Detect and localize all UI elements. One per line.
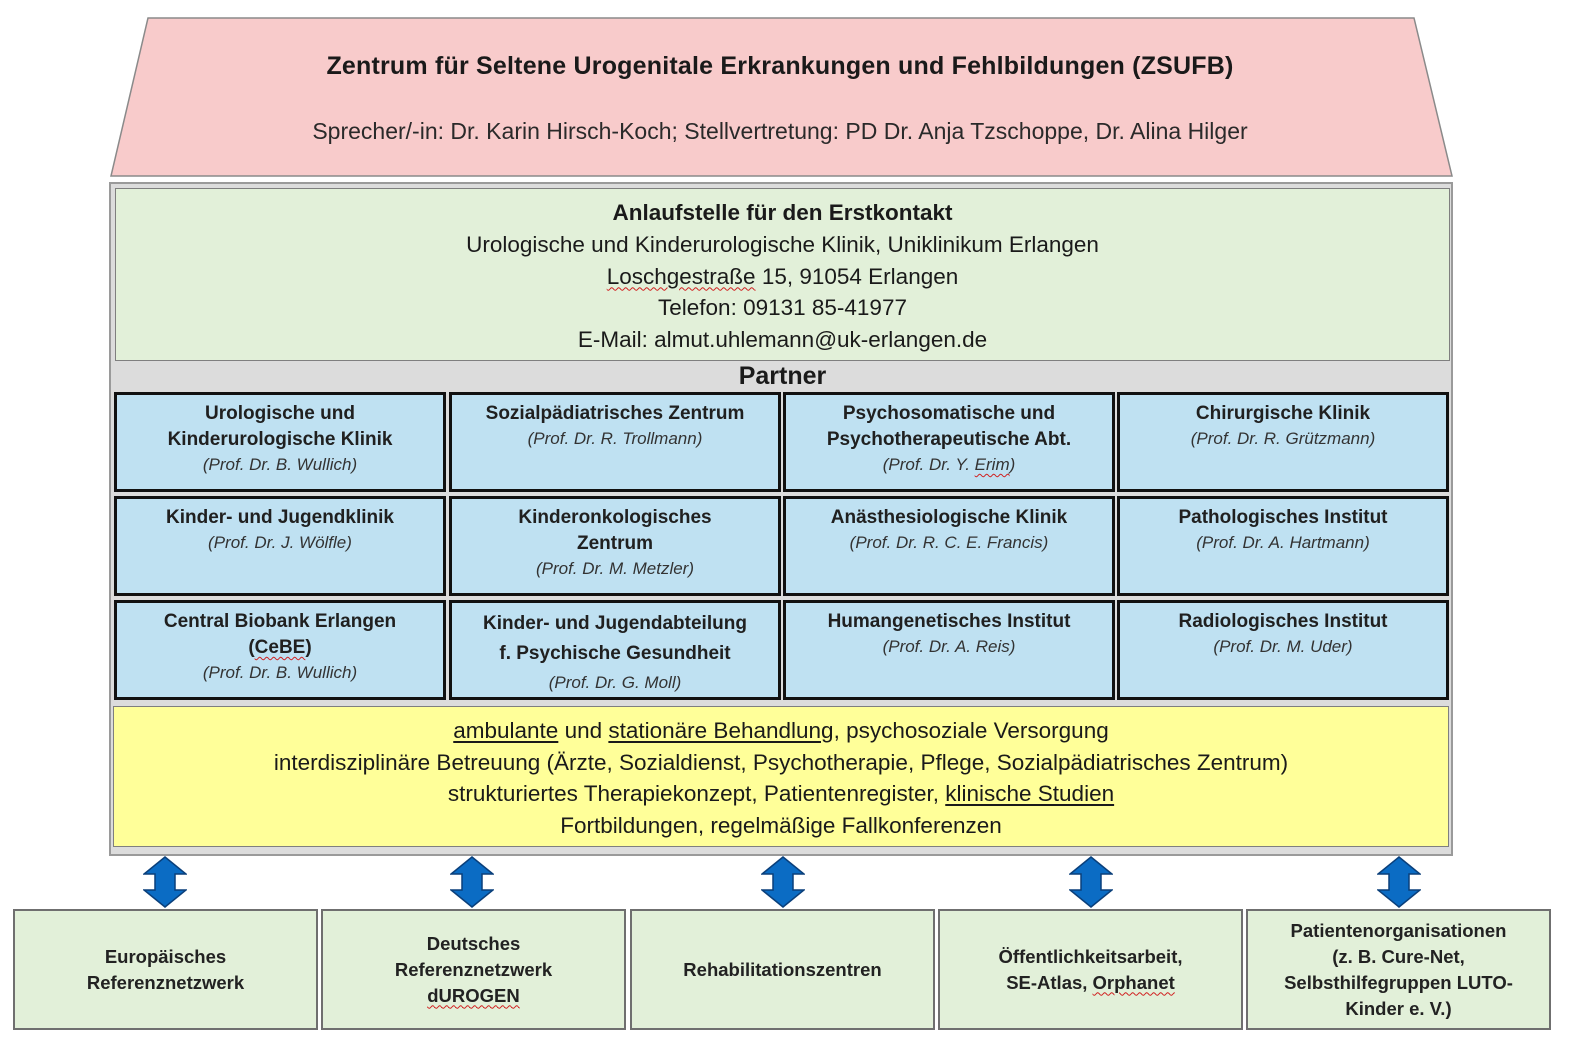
network-line: Patientenorganisationen bbox=[1290, 919, 1507, 941]
partner-cell: Sozialpädiatrisches Zentrum (Prof. Dr. R… bbox=[449, 392, 781, 492]
contact-clinic: Urologische und Kinderurologische Klinik… bbox=[466, 231, 1099, 257]
partner-name: Sozialpädiatrisches Zentrum bbox=[485, 403, 745, 424]
partner-name-2: Kinderurologische Klinik bbox=[167, 429, 393, 450]
partner-cell: Radiologisches Institut (Prof. Dr. M. Ud… bbox=[1117, 600, 1449, 700]
partner-cell: Pathologisches Institut (Prof. Dr. A. Ha… bbox=[1117, 496, 1449, 596]
partner-name: Kinder- und Jugendklinik bbox=[165, 507, 394, 528]
services-therapy: strukturiertes Therapiekonzept, Patiente… bbox=[447, 781, 946, 807]
network-orphanet: Orphanet bbox=[1092, 971, 1175, 993]
partner-cell: Psychosomatische und Psychotherapeutisch… bbox=[783, 392, 1115, 492]
services-outpatient: ambulante bbox=[453, 718, 559, 743]
partner-head: (Prof. Dr. M. Uder) bbox=[1213, 637, 1353, 656]
network-line: Kinder e. V.) bbox=[1345, 997, 1452, 1019]
double-arrow-icon bbox=[761, 856, 805, 908]
network-box: Deutsches Referenznetzwerk dUROGEN bbox=[321, 909, 626, 1030]
network-line: SE-Atlas, Orphanet bbox=[1006, 971, 1175, 993]
partner-name: Humangenetisches Institut bbox=[827, 611, 1071, 632]
partner-name: Central Biobank Erlangen bbox=[163, 611, 397, 632]
partner-head: (Prof. Dr. A. Reis) bbox=[882, 637, 1016, 656]
partner-name: Urologische und bbox=[205, 403, 355, 424]
partner-name: Kinder- und Jugendabteilung bbox=[483, 613, 747, 634]
partner-head: (Prof. Dr. A. Hartmann) bbox=[1196, 533, 1370, 552]
services-connector: und bbox=[558, 718, 609, 743]
center-speakers: Sprecher/-in: Dr. Karin Hirsch-Koch; Ste… bbox=[312, 118, 1248, 144]
network-box: Öffentlichkeitsarbeit, SE-Atlas, Orphane… bbox=[938, 909, 1243, 1030]
double-arrow-icon bbox=[1377, 856, 1421, 908]
center-title: Zentrum für Seltene Urogenitale Erkranku… bbox=[326, 52, 1234, 80]
services-psychosocial: , psychosoziale Versorgung bbox=[833, 718, 1109, 743]
partner-head: (Prof. Dr. J. Wölfle) bbox=[208, 533, 352, 552]
contact-email: E-Mail: almut.uhlemann@uk-erlangen.de bbox=[577, 327, 988, 353]
double-arrow-icon bbox=[143, 856, 187, 908]
services-line-2: interdisziplinäre Betreuung (Ärzte, Sozi… bbox=[273, 749, 1289, 775]
services-studies: klinische Studien bbox=[945, 781, 1115, 807]
network-line: Referenznetzwerk bbox=[86, 971, 245, 993]
contact-heading: Anlaufstelle für den Erstkontakt bbox=[612, 200, 953, 225]
partner-head: (Prof. Dr. R. C. E. Francis) bbox=[849, 533, 1049, 552]
partner-name-abbr: CeBE bbox=[254, 637, 306, 658]
services-box: ambulante und stationäre Behandlung, psy… bbox=[113, 706, 1449, 847]
network-line: Europäisches bbox=[104, 945, 227, 967]
partner-name: Pathologisches Institut bbox=[1178, 507, 1388, 528]
network-line: Deutsches bbox=[426, 932, 521, 954]
double-arrow-icon bbox=[450, 856, 494, 908]
partner-name-2: (CeBE) bbox=[248, 637, 312, 658]
contact-street: Loschgestraße bbox=[606, 263, 756, 289]
partner-name-2: Psychotherapeutische Abt. bbox=[826, 429, 1072, 450]
network-box: Europäisches Referenznetzwerk bbox=[13, 909, 318, 1030]
partner-cell: Kinder- und Jugendklinik (Prof. Dr. J. W… bbox=[114, 496, 446, 596]
roof-shape bbox=[110, 17, 1453, 177]
network-line: Selbsthilfegruppen LUTO- bbox=[1284, 971, 1513, 993]
partner-head: (Prof. Dr. B. Wullich) bbox=[202, 663, 358, 682]
double-arrow-icon bbox=[1069, 856, 1113, 908]
network-line: Referenznetzwerk bbox=[394, 958, 553, 980]
partner-head: (Prof. Dr. Y. Erim) bbox=[882, 455, 1016, 474]
services-line-4: Fortbildungen, regelmäßige Fallkonferenz… bbox=[560, 812, 1002, 838]
contact-phone: Telefon: 09131 85-41977 bbox=[658, 295, 907, 321]
network-box: Patientenorganisationen (z. B. Cure-Net,… bbox=[1246, 909, 1551, 1030]
network-line: Öffentlichkeitsarbeit, bbox=[998, 945, 1183, 967]
partner-head: (Prof. Dr. G. Moll) bbox=[548, 673, 682, 692]
network-line: Rehabilitationszentren bbox=[683, 958, 882, 980]
network-line: (z. B. Cure-Net, bbox=[1332, 945, 1465, 967]
partner-name: Kinderonkologisches bbox=[518, 507, 712, 528]
first-contact-box: Anlaufstelle für den Erstkontakt Urologi… bbox=[115, 188, 1450, 361]
partner-name: Radiologisches Institut bbox=[1178, 611, 1388, 632]
services-line-3: strukturiertes Therapiekonzept, Patiente… bbox=[114, 778, 1448, 810]
network-line: dUROGEN bbox=[427, 984, 520, 1006]
contact-address: Loschgestraße 15, 91054 Erlangen bbox=[116, 261, 1449, 293]
network-box: Rehabilitationszentren bbox=[630, 909, 935, 1030]
partner-head: (Prof. Dr. B. Wullich) bbox=[202, 455, 358, 474]
partner-cell: Chirurgische Klinik (Prof. Dr. R. Grützm… bbox=[1117, 392, 1449, 492]
partner-name-2: f. Psychische Gesundheit bbox=[499, 643, 731, 664]
partner-cell: Kinder- und Jugendabteilung f. Psychisch… bbox=[449, 600, 781, 700]
partner-cell: Urologische und Kinderurologische Klinik… bbox=[114, 392, 446, 492]
partner-cell: Anästhesiologische Klinik (Prof. Dr. R. … bbox=[783, 496, 1115, 596]
services-line-1: ambulante und stationäre Behandlung, psy… bbox=[114, 715, 1448, 747]
partner-head-surname: Erim bbox=[974, 455, 1010, 474]
partner-name: Anästhesiologische Klinik bbox=[830, 507, 1068, 528]
partner-name: Chirurgische Klinik bbox=[1195, 403, 1371, 424]
contact-address-rest: 15, 91054 Erlangen bbox=[755, 263, 959, 289]
partner-cell: Central Biobank Erlangen (CeBE) (Prof. D… bbox=[114, 600, 446, 700]
partner-name: Psychosomatische und bbox=[842, 403, 1056, 424]
services-inpatient: stationäre Behandlung bbox=[608, 718, 834, 743]
partner-head: (Prof. Dr. M. Metzler) bbox=[535, 559, 695, 578]
partner-name-2: Zentrum bbox=[577, 533, 653, 554]
partner-cell: Humangenetisches Institut (Prof. Dr. A. … bbox=[783, 600, 1115, 700]
partner-head: (Prof. Dr. R. Grützmann) bbox=[1190, 429, 1376, 448]
partner-heading: Partner bbox=[738, 362, 827, 390]
partner-cell: Kinderonkologisches Zentrum (Prof. Dr. M… bbox=[449, 496, 781, 596]
partner-head: (Prof. Dr. R. Trollmann) bbox=[527, 429, 703, 448]
